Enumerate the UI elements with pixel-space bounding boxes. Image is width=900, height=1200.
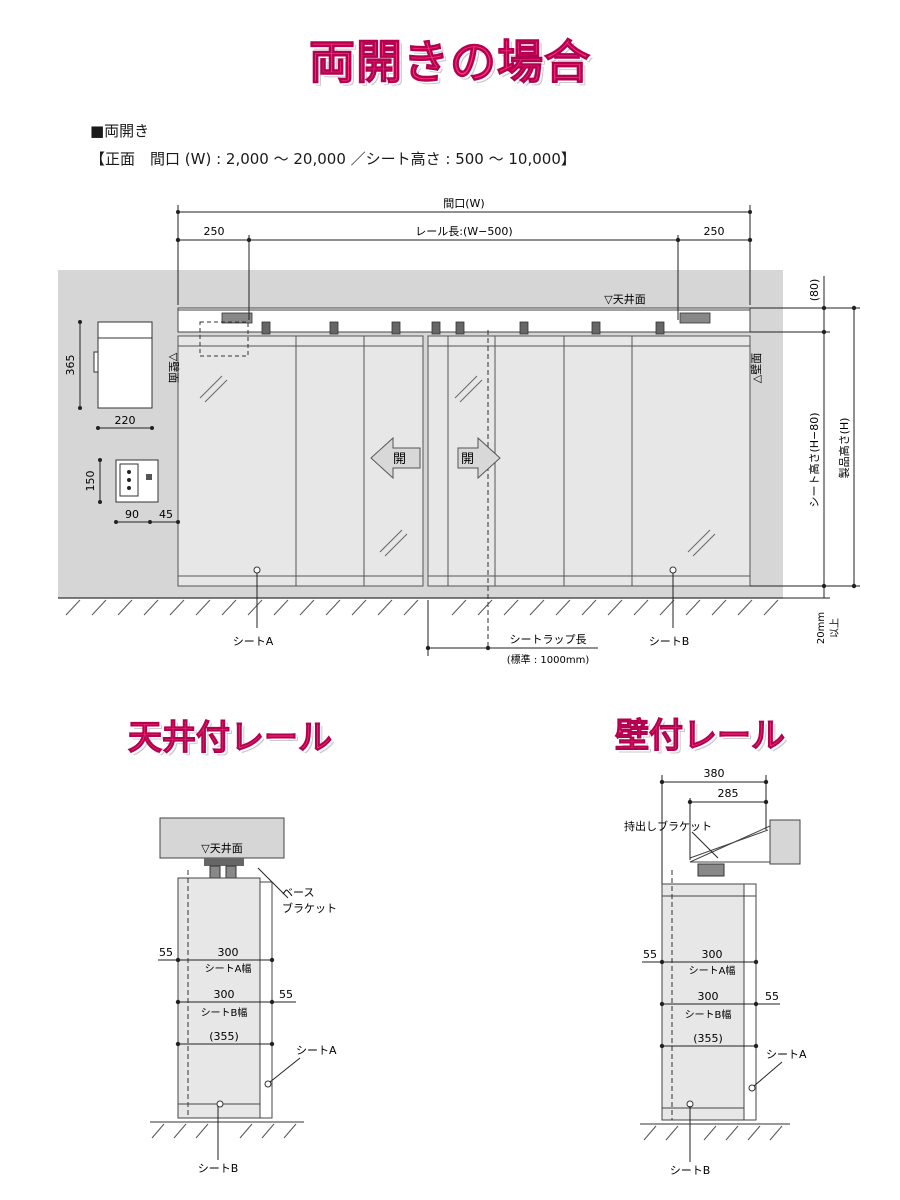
wall-sheet-a-width: シートA幅 (689, 964, 736, 977)
wall-surface-left: ▽壁面 (167, 353, 181, 383)
ceiling-sheet-a-label: シートA (296, 1044, 337, 1057)
box-height: 365 (64, 355, 77, 376)
ceiling-block (159, 817, 285, 859)
dim-80: (80) (808, 279, 821, 302)
open-label-right: 開 (461, 452, 474, 467)
base-bracket-label-1: ベース (282, 886, 314, 899)
open-arrow-left (370, 436, 421, 480)
base-bracket-label-2: ブラケット (282, 901, 337, 915)
ceiling-surface-label: ▽天井面 (604, 292, 645, 306)
rail-length-label: レール長:(W−500) (415, 225, 512, 238)
wall-surface-right: △壁面 (749, 353, 763, 383)
wall-dim-55-b: 55 (765, 990, 779, 1003)
sheet-b-label: シートB (649, 635, 690, 648)
open-arrow-right (457, 436, 501, 480)
ceiling-dim-300-a: 300 (218, 946, 239, 959)
rail-rollers (221, 312, 711, 335)
control-box-detail (78, 320, 154, 430)
ceiling-sheet-b-width: シートB幅 (201, 1006, 248, 1019)
ceiling-rail-title: 天井付レール (128, 718, 333, 759)
sheet-a-label: シートA (233, 635, 274, 648)
switch-height: 150 (84, 471, 97, 492)
dim-250-right: 250 (704, 225, 725, 238)
dim-250-left: 250 (204, 225, 225, 238)
ceiling-surface-label-2: ▽天井面 (201, 841, 242, 855)
wall-dim-285: 285 (718, 787, 739, 800)
open-label-left: 開 (393, 452, 406, 467)
wall-dim-300-b: 300 (698, 990, 719, 1003)
switch-width: 90 (125, 508, 139, 521)
wall-sheet-a-label: シートA (766, 1048, 807, 1061)
floor-gap-min: 以上 (829, 618, 841, 638)
sheet-overlap-label: シートラップ長 (510, 633, 587, 646)
wall-rail-title: 壁付レール (615, 716, 786, 757)
wall-dim-300-a: 300 (702, 948, 723, 961)
product-height-label: 製品高さ(H) (837, 418, 851, 479)
ceiling-sheet-b-label: シートB (198, 1162, 239, 1175)
ceiling-dim-355: (355) (209, 1030, 239, 1043)
box-width: 220 (115, 414, 136, 427)
switch-gap: 45 (159, 508, 173, 521)
main-title: 両開きの場合 (309, 35, 591, 90)
ceiling-dim-300-b: 300 (214, 988, 235, 1001)
floor-gap-20mm: 20mm (816, 612, 827, 644)
spec-heading: 【正面 間口 (W) : 2,000 ～ 20,000 ／シート高さ : 500… (90, 150, 576, 168)
wall-dim-355: (355) (693, 1032, 723, 1045)
sheet-height-label: シート高さ(H−80) (807, 412, 821, 507)
wall-sheet-b-width: シートB幅 (685, 1008, 732, 1021)
bracket-label: 持出しブラケット (624, 819, 712, 833)
wall-dim-55-a: 55 (643, 948, 657, 961)
sheet-overlap-standard: (標準 : 1000mm) (507, 653, 590, 666)
ceiling-sheet-a-width: シートA幅 (205, 962, 252, 975)
wall-dim-380: 380 (704, 767, 725, 780)
opening-width-label: 間口(W) (443, 197, 484, 210)
ceiling-dim-55-a: 55 (159, 946, 173, 959)
switch-detail (98, 458, 180, 524)
section-heading: ■両開き (90, 122, 150, 140)
ceiling-dim-55-b: 55 (279, 988, 293, 1001)
wall-sheet-b-label: シートB (670, 1164, 711, 1177)
